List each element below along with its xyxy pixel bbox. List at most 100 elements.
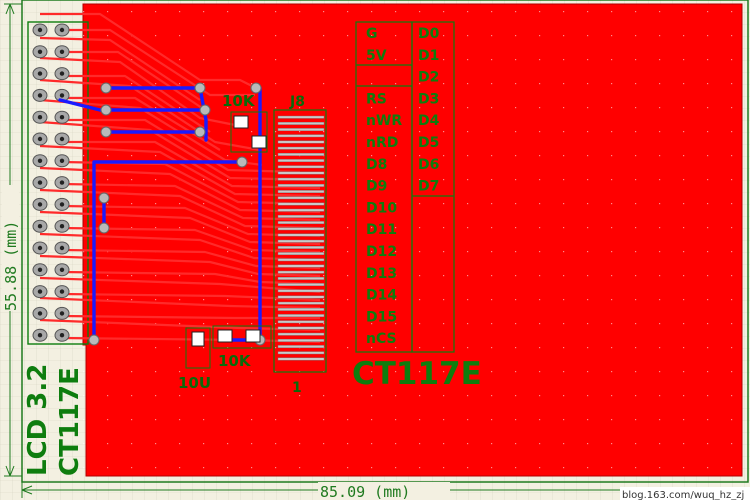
header-pin — [32, 45, 48, 59]
connector-pad — [277, 314, 325, 317]
connector-pad — [277, 239, 325, 243]
connector-pad — [277, 345, 325, 348]
pin-table-left-label: nRD — [366, 135, 398, 151]
connector-pad — [277, 357, 325, 361]
pin-table-right-label: D6 — [418, 157, 439, 173]
connector-pad — [277, 171, 325, 175]
pin-table-left-label: D15 — [366, 309, 397, 325]
connector-pad — [277, 270, 325, 274]
pin-table-right-label: D7 — [418, 179, 439, 195]
connector-pad — [277, 196, 325, 200]
pin-table-left-label: nWR — [366, 113, 402, 129]
connector-pad — [277, 277, 325, 280]
connector-pad — [277, 332, 325, 336]
connector-pad — [277, 134, 325, 138]
connector-j8-label: J8 — [289, 94, 305, 110]
resistor-top-label: 10K — [222, 92, 256, 110]
pin-table-left-label: G — [366, 26, 378, 42]
resistor-bottom — [212, 325, 272, 349]
header-pin — [32, 263, 48, 277]
header-pin — [54, 132, 70, 146]
connector-pad — [277, 140, 325, 144]
header-pin — [32, 306, 48, 320]
header-pin — [32, 176, 48, 190]
pin-table-right-label: D3 — [418, 91, 439, 107]
connector-pad — [277, 283, 325, 286]
header-pin — [54, 263, 70, 277]
watermark: blog.163.com/wuq_hz_zj — [622, 490, 744, 500]
connector-pad — [277, 152, 325, 156]
connector-pad — [277, 146, 325, 150]
header-pin — [54, 241, 70, 255]
pin-table-left-label: D14 — [366, 288, 397, 304]
connector-pad — [277, 128, 325, 131]
header-pin — [54, 67, 70, 81]
header-pin — [54, 219, 70, 233]
connector-pad — [277, 183, 325, 187]
title-line2: CT117E — [55, 367, 85, 476]
pin-table-left-label: D12 — [366, 244, 397, 260]
header-pin — [54, 176, 70, 190]
connector-pad — [277, 326, 325, 330]
connector-pad — [277, 221, 325, 224]
connector-pad — [277, 351, 325, 355]
connector-pad — [277, 245, 325, 249]
connector-pad — [277, 233, 325, 237]
pin-table-left-label: D8 — [366, 157, 387, 173]
pin-table-right-label: D0 — [418, 26, 440, 42]
connector-pad — [277, 320, 325, 324]
capacitor-label: 10U — [178, 374, 211, 392]
header-pin — [54, 45, 70, 59]
header-pin — [32, 328, 48, 342]
connector-pad — [277, 214, 325, 218]
connector-pad — [277, 115, 325, 119]
header-pin — [54, 23, 70, 37]
connector-pad — [277, 339, 325, 342]
header-pin — [54, 154, 70, 168]
horizontal-dimension-label: 85.09 (mm) — [320, 483, 410, 500]
vertical-dimension-label: 55.88 (mm) — [2, 221, 20, 311]
connector-pad — [277, 258, 325, 262]
header-pin — [32, 88, 48, 102]
pin-table-right-label: D2 — [418, 70, 439, 86]
header-pin — [54, 306, 70, 320]
connector-pad — [277, 264, 325, 268]
connector-pad — [277, 227, 325, 231]
resistor-top — [230, 111, 268, 153]
connector-j8-outline — [273, 109, 327, 373]
header-pin — [54, 197, 70, 211]
header-pin — [32, 285, 48, 299]
pin-table-left-label: D10 — [366, 200, 397, 216]
header-pin — [54, 285, 70, 299]
pin-table-left-label: nCS — [366, 331, 397, 347]
pin-table — [355, 21, 455, 353]
capacitor-10u — [185, 327, 211, 369]
connector-pad — [277, 121, 325, 125]
header-pin — [32, 241, 48, 255]
watermark-bg — [620, 487, 750, 500]
pin-table-right-label: D5 — [418, 135, 439, 151]
pin-table-right-label: D1 — [418, 48, 439, 64]
pin-table-left-label: RS — [366, 91, 387, 107]
connector-pad — [277, 301, 325, 305]
vertical-dimension-label-bg — [2, 185, 19, 311]
header-pins — [32, 23, 70, 342]
connector-pin1-label: 1 — [292, 380, 302, 396]
header-pin — [54, 88, 70, 102]
connector-pad — [277, 252, 325, 255]
connector-j8-pads — [277, 115, 325, 361]
board-name-label: CT117E — [352, 356, 482, 392]
header-pin — [32, 110, 48, 124]
title-line1: LCD 3.2 — [23, 364, 53, 476]
header-outline — [27, 21, 89, 345]
pin-table-left-label: 5V — [366, 48, 387, 64]
pin-table-left-label: D13 — [366, 266, 397, 282]
connector-pad — [277, 308, 325, 311]
horizontal-dimension-label-bg — [318, 482, 450, 500]
header-pin — [32, 154, 48, 168]
pin-table-right-label: D4 — [418, 113, 440, 129]
header-pin — [32, 23, 48, 37]
